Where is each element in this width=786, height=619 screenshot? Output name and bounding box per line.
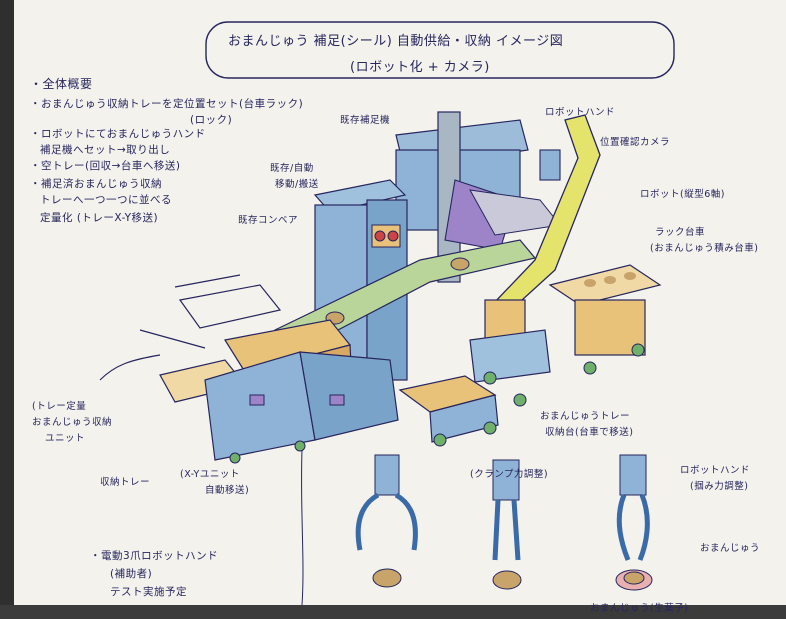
label-camera: 位置確認カメラ	[600, 137, 671, 148]
rack-cart	[548, 264, 662, 375]
overview-line-2: (ロック)	[190, 114, 233, 126]
title-line-1: おまんじゅう 補足(シール) 自動供給・収納 イメージ図	[228, 34, 564, 49]
hand-proposal-line-2: (補助者)	[110, 568, 153, 580]
robot-arm	[469, 114, 601, 407]
left-dark-edge	[0, 0, 14, 619]
label-rack-line-1: ラック台車	[655, 227, 706, 238]
label-existing-conveyor-top-2: 移動/搬送	[275, 179, 319, 190]
label-rack-line-2: (おまんじゅう積み台車)	[650, 243, 759, 254]
label-unit-line-3: ユニット	[45, 433, 86, 444]
existing-sealing-machine	[395, 111, 561, 283]
label-existing-conveyor-top: 既存/自動	[270, 163, 314, 174]
label-robot-hand: ロボットハンド	[545, 107, 616, 118]
label-xy-line-2: 自動移送)	[205, 485, 250, 496]
label-existing-machine: 既存補足機	[340, 115, 391, 126]
label-xy-line-1: (X-Yユニット	[180, 469, 240, 480]
label-storage-tray: 収納トレー	[100, 477, 151, 488]
gripper-right	[615, 454, 653, 591]
tray-cart	[398, 375, 499, 447]
overview-line-3: ・ロボットにておまんじゅうハンド	[30, 128, 206, 140]
label-unit-line-1: (トレー定量	[32, 401, 87, 412]
label-robot: ロボット(縦型6軸)	[640, 189, 725, 200]
tray-unit	[159, 284, 399, 464]
gripper-left	[355, 454, 418, 588]
title-line-2: (ロボット化 + カメラ)	[350, 60, 490, 75]
move-arrow-top	[174, 274, 241, 288]
overview-line-8: 定量化 (トレーX-Y移送)	[40, 212, 159, 224]
section-divider	[301, 449, 304, 606]
bottom-dark-edge	[0, 605, 786, 619]
overview-line-7: トレーへ一つ一つに並べる	[40, 194, 172, 206]
gripper-middle	[492, 459, 522, 590]
overview-heading: ・全体概要	[30, 77, 93, 91]
overview-line-5: ・空トレー(回収→台車へ移送)	[30, 160, 181, 172]
title-box	[205, 21, 675, 79]
label-hand-line-2: (掴み力調整)	[690, 481, 749, 492]
hand-proposal-line-1: ・電動3爪ロボットハンド	[90, 550, 219, 562]
label-hand-line-1: ロボットハンド	[680, 465, 751, 476]
label-tray-line-1: おまんじゅうトレー	[540, 411, 631, 422]
label-bottom-right: おまんじゅう(生菓子)	[590, 603, 689, 614]
label-existing-conveyor: 既存コンベア	[238, 215, 299, 226]
label-arrow-unit	[99, 354, 161, 381]
label-unit-line-2: おまんじゅう収納	[32, 417, 113, 428]
label-omanju: おまんじゅう	[700, 543, 761, 554]
label-gripper-adjust: (クランプ力調整)	[470, 469, 549, 480]
overview-line-6: ・補足済おまんじゅう収納	[30, 178, 162, 190]
label-tray-line-2: 収納台(台車で移送)	[545, 427, 634, 438]
overview-line-4: 補足機へセット→取り出し	[40, 144, 171, 156]
hand-proposal-line-3: テスト実施予定	[110, 586, 187, 598]
overview-line-1: ・おまんじゅう収納トレーを定位置セット(台車ラック)	[30, 98, 304, 110]
move-arrow-mid	[139, 329, 206, 349]
